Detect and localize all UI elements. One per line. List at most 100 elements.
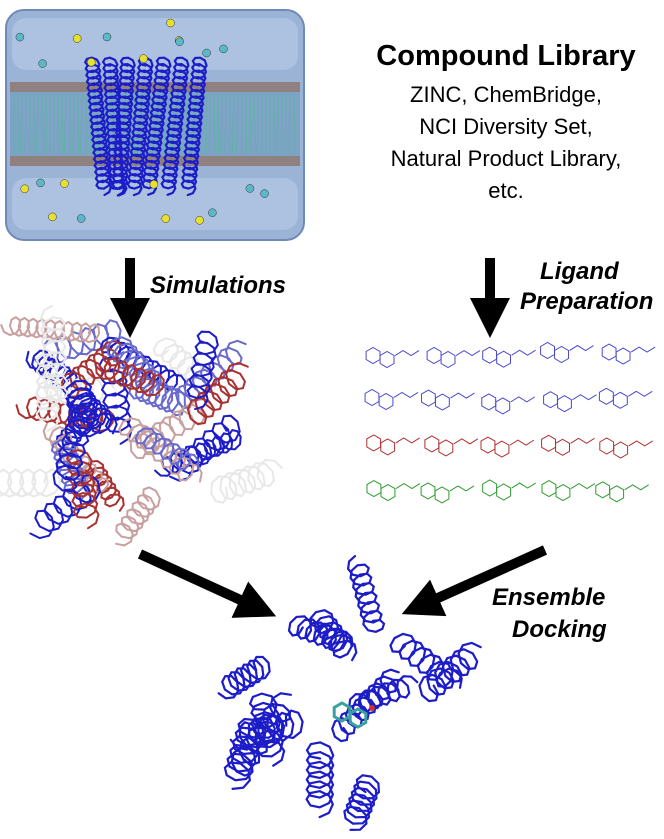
ensemble-helix xyxy=(0,316,101,344)
chain xyxy=(570,437,595,444)
ring xyxy=(613,441,629,459)
chain xyxy=(569,344,594,352)
ligand-structure xyxy=(366,434,420,456)
ensemble-helix xyxy=(186,361,249,426)
lipid-tail xyxy=(19,93,23,155)
lipid-tail xyxy=(293,93,296,155)
ring xyxy=(612,391,628,409)
ion xyxy=(161,214,170,223)
ring xyxy=(365,346,381,365)
ring xyxy=(555,484,571,502)
ligand-structure xyxy=(421,389,475,411)
ring xyxy=(601,343,617,361)
ligand-structure xyxy=(366,480,421,502)
ligand-structure xyxy=(599,437,653,459)
ring xyxy=(481,393,497,411)
lipid-tail xyxy=(245,93,248,155)
docking-helix xyxy=(309,609,358,662)
chain xyxy=(450,392,475,399)
lipid-tail xyxy=(256,93,259,155)
lipid-tail xyxy=(72,93,75,155)
ligand-structure xyxy=(540,341,594,364)
chain xyxy=(630,346,656,353)
ligand-structure xyxy=(364,388,419,411)
transmembrane-helix xyxy=(101,56,126,197)
ensemble-label-line1: Ensemble xyxy=(492,584,606,611)
ion xyxy=(202,48,211,58)
oxygen-atom xyxy=(369,705,375,711)
lipid-tail xyxy=(24,93,27,155)
ligand-structure xyxy=(543,391,597,413)
ring xyxy=(496,350,511,368)
ion xyxy=(245,184,255,193)
bound-ligand xyxy=(332,701,375,729)
chain xyxy=(570,483,596,490)
ion xyxy=(102,32,112,42)
ligand-structure xyxy=(541,434,595,456)
ensemble-helix xyxy=(0,468,62,498)
docking-helix xyxy=(343,774,381,831)
lipid-tail xyxy=(249,93,252,155)
chain xyxy=(395,482,421,490)
chain xyxy=(455,349,481,357)
ring xyxy=(541,434,556,452)
ligand-ring xyxy=(348,707,368,729)
ring xyxy=(482,479,498,497)
ion xyxy=(195,216,204,225)
ring xyxy=(426,346,442,365)
ensemble-to-docking-arrow xyxy=(137,549,277,618)
docking-helix xyxy=(348,675,419,717)
library-source-2: NCI Diversity Set, xyxy=(419,114,593,139)
ions xyxy=(15,18,269,225)
ligand-structure xyxy=(482,479,536,501)
ligand-structure xyxy=(426,346,481,369)
chain xyxy=(449,485,475,492)
ensemble-helix xyxy=(115,486,161,547)
ring xyxy=(482,346,497,364)
ring xyxy=(496,483,512,501)
ensemble-helix xyxy=(62,372,103,438)
ensemble-helix xyxy=(84,459,125,512)
lipid-tail xyxy=(253,93,257,155)
transmembrane-helix xyxy=(83,56,112,197)
docking-helix xyxy=(331,668,400,743)
ensemble-helix xyxy=(128,375,186,413)
ensemble-helix xyxy=(166,339,247,417)
ligand-ring xyxy=(332,701,352,723)
ligand-structure xyxy=(481,393,536,415)
ion xyxy=(20,184,29,194)
lipid-tail xyxy=(284,93,287,155)
lipid-tail xyxy=(231,93,235,155)
ring xyxy=(440,350,456,369)
library-source-3: Natural Product Library, xyxy=(390,146,622,171)
lipid-tail xyxy=(41,93,45,155)
ligand-label-line2: Preparation xyxy=(520,288,654,315)
chain xyxy=(510,396,536,403)
ring xyxy=(595,481,611,499)
ring xyxy=(366,434,382,452)
lipid-tail xyxy=(35,93,39,155)
ring xyxy=(494,440,510,458)
ring xyxy=(379,350,395,369)
ensemble-helix xyxy=(35,353,60,432)
ion xyxy=(15,32,25,42)
ensemble-helix xyxy=(50,439,89,501)
ensemble-helix xyxy=(118,417,203,483)
ring xyxy=(555,438,570,456)
ligand-structure xyxy=(595,481,649,503)
ion xyxy=(149,180,159,189)
transmembrane-helix xyxy=(141,56,172,196)
ligand-structure xyxy=(482,346,536,368)
ring xyxy=(540,341,555,360)
ion xyxy=(166,18,175,28)
ion xyxy=(76,214,86,223)
lipid-tail xyxy=(219,93,223,155)
ensemble-label-line2: Docking xyxy=(512,616,607,643)
ring xyxy=(615,347,631,365)
ring xyxy=(598,387,614,405)
ion xyxy=(48,212,57,222)
ring xyxy=(434,486,450,504)
ion xyxy=(60,179,69,188)
lipid-tail xyxy=(61,93,64,155)
